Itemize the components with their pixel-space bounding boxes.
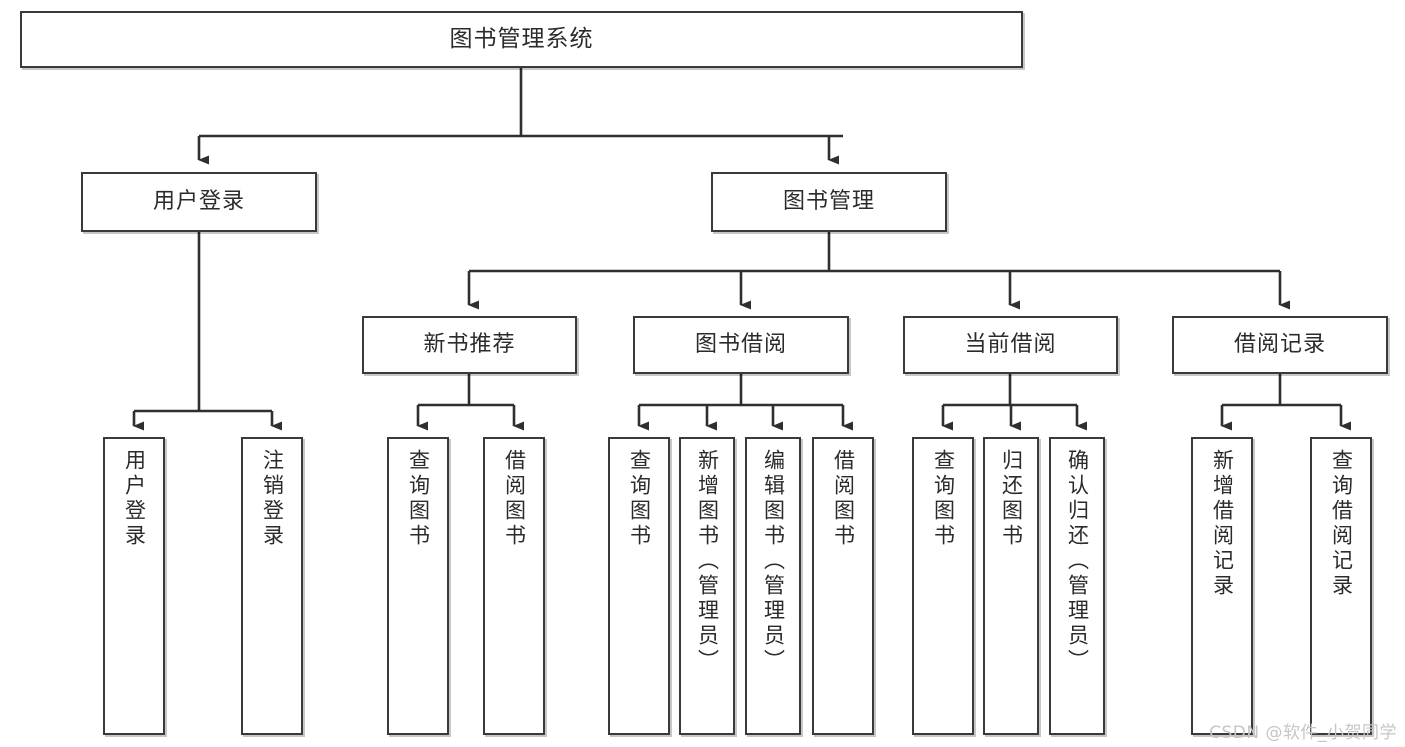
leaf-label: 新增借阅记录 <box>1210 449 1235 599</box>
node-root[interactable]: 图书管理系统 <box>20 11 1023 68</box>
leaf-query-book-current[interactable]: 查询图书 <box>912 437 974 735</box>
leaf-return-book[interactable]: 归还图书 <box>983 437 1039 735</box>
leaf-label: 确认归还（管理员） <box>1065 449 1090 674</box>
node-user-login[interactable]: 用户登录 <box>81 172 317 232</box>
leaf-label: 查询借阅记录 <box>1329 449 1354 599</box>
leaf-add-borrow-record[interactable]: 新增借阅记录 <box>1191 437 1253 735</box>
leaf-borrow-book-recommend[interactable]: 借阅图书 <box>483 437 545 735</box>
leaf-user-login[interactable]: 用户登录 <box>103 437 165 735</box>
node-borrow-record[interactable]: 借阅记录 <box>1172 316 1388 374</box>
leaf-query-book-recommend[interactable]: 查询图书 <box>387 437 449 735</box>
leaf-add-book-admin[interactable]: 新增图书（管理员） <box>679 437 735 735</box>
leaf-label: 注销登录 <box>260 449 285 549</box>
leaf-query-book-borrow[interactable]: 查询图书 <box>608 437 670 735</box>
leaf-label: 查询图书 <box>406 449 431 549</box>
leaf-query-borrow-record[interactable]: 查询借阅记录 <box>1310 437 1372 735</box>
leaf-label: 查询图书 <box>627 449 652 549</box>
leaf-confirm-return-admin[interactable]: 确认归还（管理员） <box>1049 437 1105 735</box>
leaf-label: 查询图书 <box>931 449 956 549</box>
leaf-borrow-book[interactable]: 借阅图书 <box>812 437 874 735</box>
watermark: CSDN @软件_小贺同学 <box>1209 723 1397 743</box>
leaf-label: 借阅图书 <box>831 449 856 549</box>
leaf-edit-book-admin[interactable]: 编辑图书（管理员） <box>745 437 801 735</box>
node-book-borrow[interactable]: 图书借阅 <box>633 316 849 374</box>
leaf-label: 借阅图书 <box>502 449 527 549</box>
leaf-label: 用户登录 <box>122 449 147 549</box>
node-current-borrow[interactable]: 当前借阅 <box>903 316 1118 374</box>
leaf-logout[interactable]: 注销登录 <box>241 437 303 735</box>
node-new-book-recommend[interactable]: 新书推荐 <box>362 316 577 374</box>
leaf-label: 新增图书（管理员） <box>695 449 720 674</box>
node-book-management[interactable]: 图书管理 <box>711 172 947 232</box>
leaf-label: 编辑图书（管理员） <box>761 449 786 674</box>
leaf-label: 归还图书 <box>999 449 1024 549</box>
